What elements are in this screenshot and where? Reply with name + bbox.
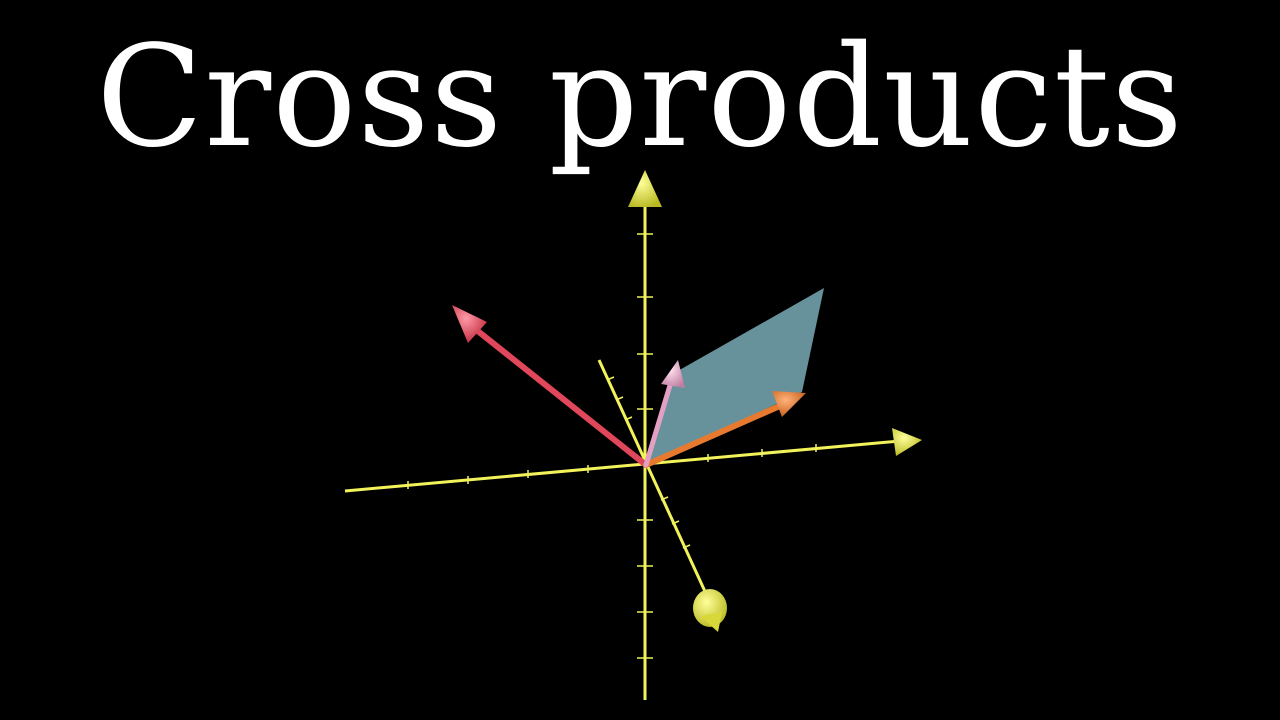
title: Cross products [96,16,1184,179]
orange-vector-arrowhead-icon [772,391,806,417]
y-axis [628,170,662,700]
x-axis [344,428,922,493]
red-vector-arrowhead-icon [452,305,487,343]
y-axis-arrowhead-icon [628,170,662,207]
x-axis-arrowhead-icon [892,428,922,456]
pink-vector-arrowhead-icon [661,360,685,388]
red-vector [452,305,649,468]
orange-vector [643,391,806,468]
pink-vector [643,360,685,468]
parallelogram [646,288,824,465]
z-axis [597,359,727,632]
